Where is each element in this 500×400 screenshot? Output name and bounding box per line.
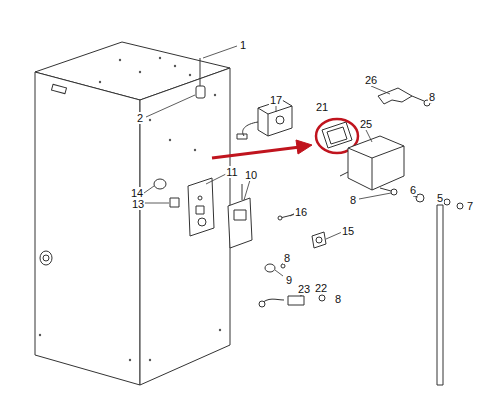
callout-number: 16	[294, 206, 308, 218]
callout-number: 2	[136, 112, 144, 124]
callout-number: 25	[359, 118, 373, 130]
callout-number: 13	[131, 198, 145, 210]
callout-number: 7	[466, 200, 474, 212]
callout-number: 8	[428, 91, 436, 103]
callout-number: 6	[409, 184, 417, 196]
callout-number: 21	[315, 101, 329, 113]
callout-number: 1	[239, 39, 247, 51]
callout-number: 10	[244, 169, 258, 181]
leader-lines	[144, 46, 432, 296]
callout-number: 8	[349, 194, 357, 206]
callout-number: 17	[269, 94, 283, 106]
housing	[340, 136, 404, 190]
callout-number: 8	[283, 252, 291, 264]
callout-number: 5	[436, 192, 444, 204]
callout-number: 26	[364, 74, 378, 86]
callout-number: 9	[285, 274, 293, 286]
cabinet	[35, 42, 230, 385]
callout-number: 22	[314, 282, 328, 294]
callout-number: 11	[225, 166, 238, 178]
callout-number: 23	[297, 283, 311, 295]
motor	[237, 100, 292, 139]
callout-number: 15	[341, 225, 355, 237]
callout-number: 8	[334, 293, 342, 305]
